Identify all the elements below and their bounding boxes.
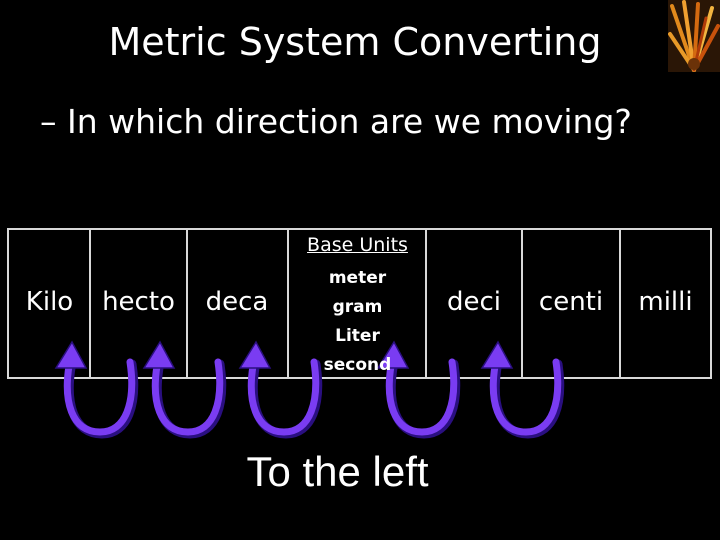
pencils-logo-icon bbox=[668, 0, 720, 72]
base-unit-liter: Liter bbox=[335, 326, 380, 346]
base-unit-meter: meter bbox=[328, 268, 387, 288]
prefix-milli: milli bbox=[638, 287, 693, 317]
table-divider bbox=[619, 228, 621, 379]
prefix-hecto: hecto bbox=[102, 287, 175, 317]
question-text: – In which direction are we moving? bbox=[40, 102, 632, 141]
table-bottom-border bbox=[7, 377, 712, 379]
prefix-centi: centi bbox=[538, 287, 604, 317]
arrow-icon bbox=[482, 342, 560, 434]
answer-text: To the left bbox=[246, 448, 429, 495]
table-divider bbox=[287, 228, 289, 379]
base-unit-gram: gram bbox=[332, 297, 383, 317]
table-divider bbox=[425, 228, 427, 379]
table-divider bbox=[710, 228, 712, 379]
table-divider bbox=[7, 228, 9, 379]
base-units-header: Base Units bbox=[307, 234, 408, 256]
prefix-deci: deci bbox=[446, 287, 502, 317]
table-divider bbox=[89, 228, 91, 379]
table-divider bbox=[521, 228, 523, 379]
arrow-icon bbox=[144, 342, 222, 434]
slide-title: Metric System Converting bbox=[108, 20, 602, 64]
arrow-icon bbox=[56, 342, 134, 434]
prefix-kilo: Kilo bbox=[25, 287, 74, 317]
prefix-deca: deca bbox=[205, 287, 269, 317]
table-divider bbox=[186, 228, 188, 379]
base-unit-second: second bbox=[323, 355, 392, 375]
table-top-border bbox=[7, 228, 712, 230]
